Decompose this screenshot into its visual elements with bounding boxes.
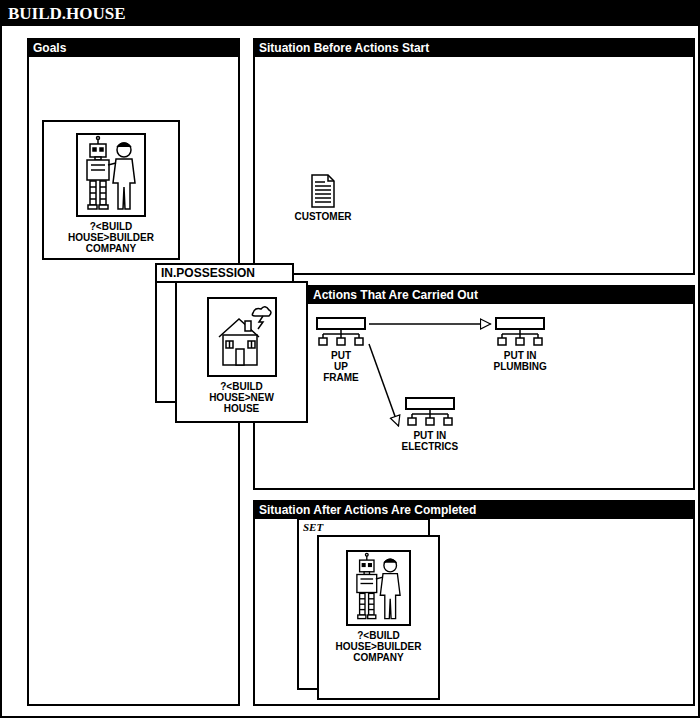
title-bar: BUILD.HOUSE: [2, 2, 698, 26]
action-node: PUT UP FRAME: [315, 316, 367, 383]
icon-label: PUT IN ELECTRICS: [402, 430, 459, 452]
action-icon: [315, 316, 367, 348]
card-label: ?<BUILD HOUSE>BUILDER COMPANY: [59, 221, 163, 254]
house-icon: [207, 297, 277, 377]
team-icon: [346, 550, 411, 626]
icon-label: PUT IN PLUMBING: [494, 350, 547, 372]
popup-tab: IN.POSSESSION: [157, 265, 292, 283]
panel-header: Goals: [29, 40, 238, 57]
action-node: PUT IN ELECTRICS: [402, 396, 459, 452]
action-icon: [404, 396, 456, 428]
before-panel: Situation Before Actions Start CUSTOMER: [253, 38, 695, 275]
panel-header: Situation Before Actions Start: [255, 40, 693, 57]
result-card: ?<BUILD HOUSE>BUILDER COMPANY: [317, 535, 440, 700]
popup-front-card: ?<BUILD HOUSE>NEW HOUSE: [175, 281, 308, 423]
actions-panel: Actions That Are Carried Out PUT UP FRAM…: [253, 285, 695, 490]
panel-header: Actions That Are Carried Out: [255, 287, 693, 304]
window-title: BUILD.HOUSE: [2, 2, 698, 26]
set-label: SET: [299, 520, 428, 535]
customer-item: CUSTOMER: [295, 173, 352, 222]
action-node: PUT IN PLUMBING: [494, 316, 547, 372]
team-icon: [76, 133, 146, 217]
popup-label: ?<BUILD HOUSE>NEW HOUSE: [192, 381, 292, 414]
goal-card: ?<BUILD HOUSE>BUILDER COMPANY: [42, 120, 180, 260]
flow-arrow: [369, 344, 399, 426]
document-icon: [310, 173, 336, 209]
icon-label: PUT UP FRAME: [323, 350, 359, 383]
action-icon: [494, 316, 546, 348]
after-panel: Situation After Actions Are CompletedSET…: [253, 500, 695, 706]
card-label: ?<BUILD HOUSE>BUILDER COMPANY: [329, 630, 429, 663]
icon-label: CUSTOMER: [295, 211, 352, 222]
flow-arrow: [369, 323, 491, 325]
set-stack: SET ?<BUILD HOUSE>BUILDER COMPANY: [297, 518, 430, 690]
possession-popup: IN.POSSESSION ?<BUILD HOUSE>NEW HOUSE: [155, 263, 308, 423]
panel-header: Situation After Actions Are Completed: [255, 502, 693, 519]
